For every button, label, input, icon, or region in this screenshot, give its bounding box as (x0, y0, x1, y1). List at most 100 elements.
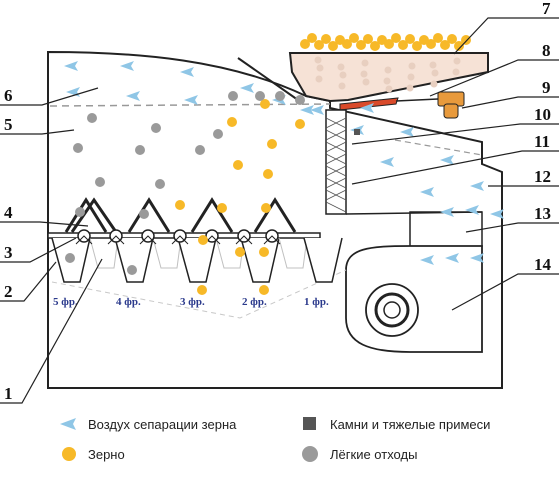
hopper-grain-shadow (361, 59, 369, 67)
air-arrow (64, 61, 78, 71)
fraction-subpocket (278, 237, 308, 269)
fraction-label-5: 5 фр. (53, 296, 78, 308)
sieve-hoods (64, 197, 297, 233)
waste-particle (95, 177, 105, 187)
air-arrow (184, 95, 198, 105)
label-12: 12 (534, 167, 551, 186)
fraction-pocket (303, 237, 343, 283)
hopper-grain-shadow (316, 64, 324, 72)
label-2: 2 (4, 282, 13, 301)
waste-particle (195, 145, 205, 155)
hopper-grain (405, 34, 415, 44)
label-3: 3 (4, 243, 13, 262)
air-arrow (470, 253, 484, 263)
air-arrow (420, 187, 434, 197)
label-5: 5 (4, 115, 13, 134)
hopper-grain (300, 39, 310, 49)
hopper-grain-shadow (406, 84, 414, 92)
legend-waste-icon (302, 446, 318, 462)
leader-lines (0, 17, 559, 404)
screen-mesh (325, 117, 347, 213)
sieve-hood (253, 197, 297, 233)
hopper-grain-shadow (315, 75, 323, 83)
hopper-grain-shadow (431, 69, 439, 77)
fraction-subpocket (89, 237, 119, 269)
air-arrow (440, 207, 454, 217)
fraction-pockets (51, 237, 343, 283)
hopper-grain (398, 40, 408, 50)
hopper-grain-shadow (314, 56, 322, 64)
hopper-grain (433, 33, 443, 43)
sieve-roller-blade (139, 235, 157, 245)
hopper-grain (461, 35, 471, 45)
label-14: 14 (534, 255, 552, 274)
air-arrow (310, 105, 324, 115)
waste-particle (75, 207, 85, 217)
label-7: 7 (542, 0, 551, 18)
sieve-hood (64, 197, 108, 233)
vibrating-feeder (339, 97, 399, 111)
fraction-pocket (240, 237, 280, 283)
legend-air-icon (60, 418, 76, 430)
stone-particle (354, 129, 360, 135)
inner-boundary-line (394, 139, 483, 156)
sieve-hood (127, 197, 171, 233)
air-arrow (470, 181, 484, 191)
hopper-grain (370, 41, 380, 51)
grain-particle (217, 203, 227, 213)
label-8: 8 (542, 41, 551, 60)
feeder-drive-rod (395, 98, 439, 102)
sieve-roller-blade (75, 235, 93, 245)
hopper-grain (307, 33, 317, 43)
hopper-grain (328, 41, 338, 51)
grain-particle (227, 117, 237, 127)
hopper-grain (412, 41, 422, 51)
air-arrow (360, 103, 374, 113)
vertical-screen (325, 109, 347, 215)
waste-particle (87, 113, 97, 123)
waste-particle (151, 123, 161, 133)
waste-particle (275, 91, 285, 101)
air-arrow (180, 67, 194, 77)
air-boundary-line (49, 103, 331, 107)
grain-particle (263, 169, 273, 179)
air-arrow (400, 127, 414, 137)
waste-particle (295, 95, 305, 105)
grain-particle (175, 200, 185, 210)
hopper-grain (440, 40, 450, 50)
sieve-hood (70, 197, 118, 233)
grain-particle (197, 285, 207, 295)
legend: Воздух сепарации зерна Камни и тяжелые п… (60, 417, 490, 462)
hopper-grain (314, 40, 324, 50)
hopper-grain-shadow (385, 85, 393, 93)
hopper-grain-shadow (362, 78, 370, 86)
waste-particle (139, 209, 149, 219)
label-13: 13 (534, 204, 551, 223)
grain-particles (175, 99, 305, 295)
sieve-rollers (75, 229, 281, 245)
hopper-grain-shadow (430, 80, 438, 88)
hopper-grain-shadow (338, 82, 346, 90)
label-11: 11 (534, 132, 550, 151)
hopper-grain (391, 33, 401, 43)
fraction-pocket (114, 237, 154, 283)
label-9: 9 (542, 78, 551, 97)
grain-particle (295, 119, 305, 129)
waste-particle (155, 179, 165, 189)
grain-particle (233, 160, 243, 170)
air-arrow (240, 83, 254, 93)
label-6: 6 (4, 86, 13, 105)
hopper-deflector (237, 57, 299, 101)
hopper-grain (335, 35, 345, 45)
hopper-grain (419, 35, 429, 45)
hopper-grain-shadow (453, 57, 461, 65)
air-chamber-edge (345, 211, 483, 215)
fraction-subpocket (152, 237, 182, 269)
hopper-grain (356, 40, 366, 50)
label-4: 4 (4, 203, 13, 222)
feeder-drive-body (443, 103, 459, 119)
sieve-hood (190, 197, 234, 233)
sieve-roller-blade (171, 235, 189, 245)
waste-particle (127, 265, 137, 275)
